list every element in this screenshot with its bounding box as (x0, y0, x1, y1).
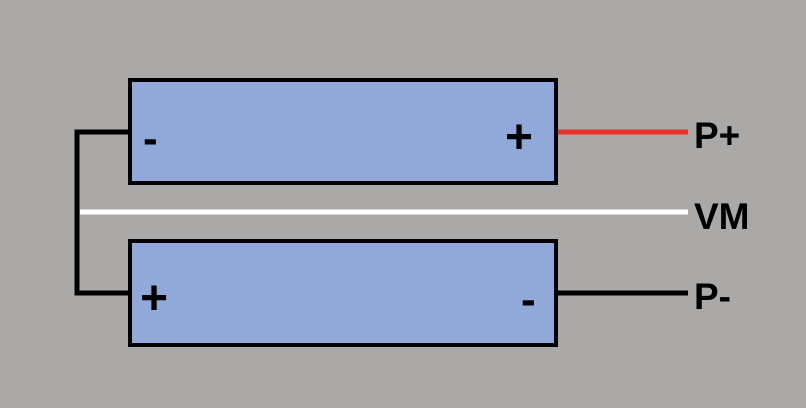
top-cell (128, 78, 558, 185)
vm-label: VM (694, 196, 750, 237)
p-plus-label: P+ (694, 115, 740, 156)
top-cell-left-terminal: - (143, 114, 158, 163)
bottom-cell-left-terminal: + (140, 272, 168, 325)
p-minus-label: P- (694, 276, 731, 317)
bottom-cell (128, 239, 558, 347)
top-cell-right-terminal: + (505, 111, 533, 164)
bottom-cell-right-terminal: - (521, 275, 536, 324)
series-link-wire (74, 129, 131, 296)
